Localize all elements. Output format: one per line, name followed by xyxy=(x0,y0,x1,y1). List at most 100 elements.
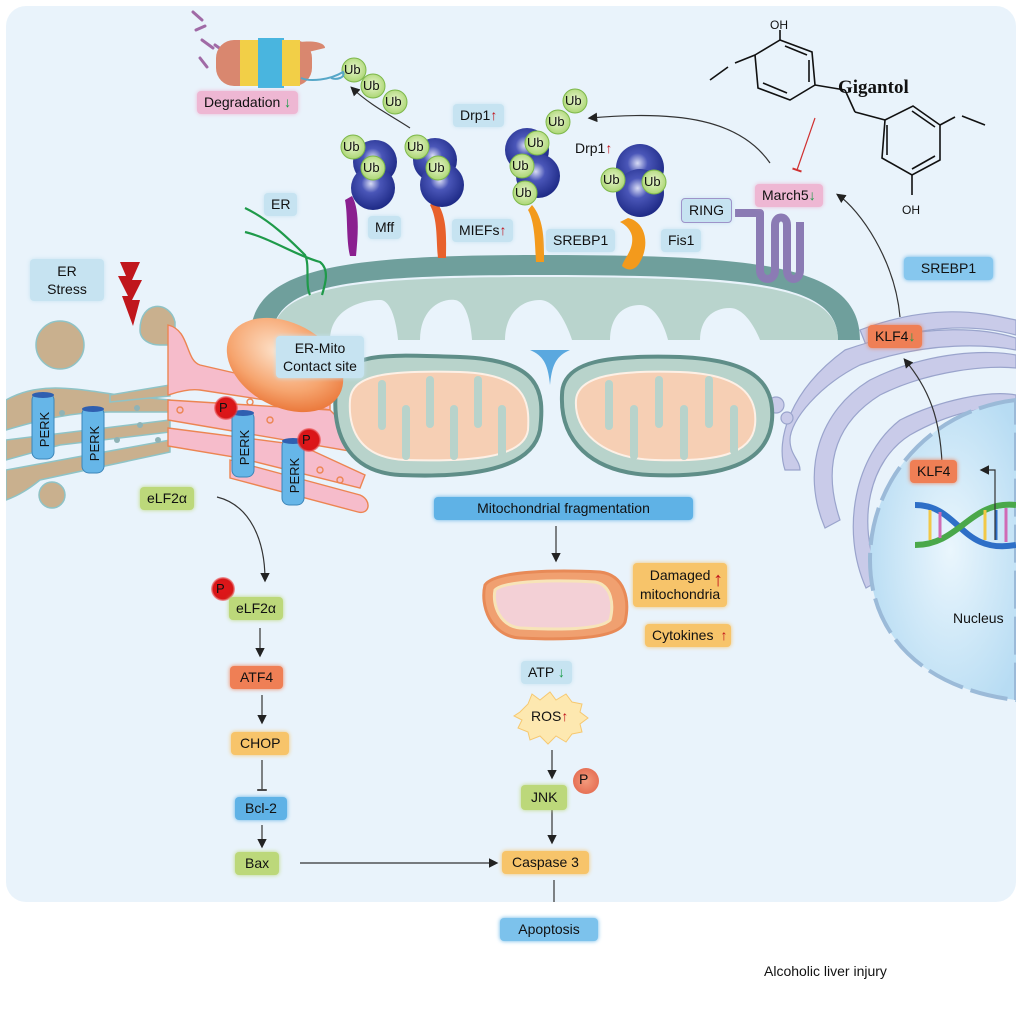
ub-label: Ub xyxy=(428,160,445,175)
phospho-label: P xyxy=(302,432,311,447)
er-strands xyxy=(244,207,327,296)
inhibit-gigantol-march5 xyxy=(792,117,816,173)
chop-label: CHOP xyxy=(231,732,290,755)
phospho-label: P xyxy=(219,400,228,415)
atf4-label: ATF4 xyxy=(230,666,284,689)
cytokines-label: Cytokines↑ xyxy=(645,624,732,647)
mitochondrion-right xyxy=(559,354,775,478)
healthy-liver-icon xyxy=(341,939,461,1030)
phospho-icon xyxy=(211,577,235,601)
arrow-klf4-to-march5 xyxy=(836,193,901,318)
bax-label: Bax xyxy=(235,852,280,875)
arrow-dna-to-klf4 xyxy=(979,465,996,540)
down-arrow-icon: ↓ xyxy=(284,94,292,110)
arrow-eif2a-to-peif2a xyxy=(216,496,270,583)
proteasome-icon xyxy=(191,10,345,88)
miefs-label: MIEFs↑ xyxy=(452,219,514,242)
p-eif2a-label: eLF2α xyxy=(229,597,284,620)
jnk-label: JNK xyxy=(521,785,568,810)
phospho-icon xyxy=(573,768,599,794)
perk-label: PERK xyxy=(37,411,53,448)
ub-label: Ub xyxy=(565,93,582,108)
down-arrow-icon: ↓ xyxy=(808,187,816,203)
srebp1-receptor-label: SREBP1 xyxy=(546,229,616,252)
phospho-label: P xyxy=(216,581,225,596)
ros-starburst xyxy=(513,691,589,745)
ubiquitin-chain xyxy=(340,57,667,206)
drp1-label-b: Drp1↑ xyxy=(575,140,613,156)
mff-label: Mff xyxy=(368,216,402,239)
ub-label: Ub xyxy=(344,62,361,77)
injured-liver-icon xyxy=(602,937,764,1030)
gigantol-label: Gigantol xyxy=(838,77,909,98)
ros-label: ROS↑ xyxy=(531,708,569,724)
mitochondrion-left xyxy=(333,353,544,478)
fis1-label: Fis1 xyxy=(661,229,702,252)
ub-label: Ub xyxy=(407,139,424,154)
er-label: ER xyxy=(264,193,298,216)
ub-label: Ub xyxy=(515,185,532,200)
fis1-stalk xyxy=(620,218,646,270)
hydroxyl-label: OH xyxy=(902,203,920,217)
dna-icon xyxy=(914,501,1016,550)
gigantol-structure xyxy=(709,30,986,195)
perk-label: PERK xyxy=(287,457,303,494)
mff-stalk xyxy=(345,196,358,256)
up-arrow-icon: ↑ xyxy=(561,708,569,724)
up-arrow-icon: ↑ xyxy=(720,627,728,643)
degradation-label: Degradation ↓ xyxy=(197,91,299,114)
phospho-icon xyxy=(297,428,321,452)
phospho-label: P xyxy=(579,771,589,787)
nucleus-label: Nucleus xyxy=(953,610,1004,626)
apoptosis-label: Apoptosis xyxy=(500,918,598,941)
hydroxyl-label: OH xyxy=(770,18,788,32)
arrow-march5-to-ub xyxy=(587,112,771,164)
fission-arrow-icon xyxy=(530,350,570,385)
perk-receptors xyxy=(31,392,305,506)
miefs-stalk xyxy=(430,200,447,258)
down-arrow-icon: ↓ xyxy=(557,664,565,680)
srebp1-stalk xyxy=(528,205,545,262)
lightning-icon xyxy=(118,262,142,326)
mitochondrion-outer-membrane xyxy=(250,255,860,340)
up-arrow-icon: ↑ xyxy=(499,222,507,238)
up-arrow-icon: ↑ xyxy=(490,107,498,123)
caspase3-label: Caspase 3 xyxy=(502,851,589,874)
ub-label: Ub xyxy=(644,174,661,189)
klf4-nucleus-label: KLF4 xyxy=(910,460,958,483)
perk-label: PERK xyxy=(237,429,253,466)
march5-label: March5↓ xyxy=(755,184,823,207)
ub-label: Ub xyxy=(363,78,380,93)
klf4-cytoplasm-label: KLF4↓ xyxy=(868,325,923,348)
perk-label: PERK xyxy=(87,425,103,462)
phospho-icon xyxy=(214,396,238,420)
down-arrow-icon: ↓ xyxy=(908,328,916,344)
mito-fragmentation-label: Mitochondrial fragmentation xyxy=(434,497,693,520)
eif2a-label: eLF2α xyxy=(140,487,195,510)
ub-label: Ub xyxy=(527,135,544,150)
ring-domain-label: RING xyxy=(681,198,732,223)
ub-label: Ub xyxy=(385,94,402,109)
drp1-label-a: Drp1↑ xyxy=(453,104,505,127)
nucleus-body xyxy=(867,397,1016,703)
arrow-klf4-nuc-to-klf4 xyxy=(903,358,943,464)
bcl2-label: Bcl-2 xyxy=(235,797,287,820)
damaged-mitochondrion xyxy=(482,569,629,641)
ub-label: Ub xyxy=(603,172,620,187)
srebp1-label: SREBP1 xyxy=(904,257,993,280)
atp-label: ATP ↓ xyxy=(521,661,572,684)
up-arrow-icon: ↑ xyxy=(713,569,724,591)
ub-label: Ub xyxy=(512,158,529,173)
arrow-ub-to-proteasome xyxy=(350,86,411,129)
golgi-apparatus xyxy=(767,311,1016,589)
ub-label: Ub xyxy=(343,139,360,154)
up-arrow-icon: ↑ xyxy=(605,140,613,156)
march5-transmembrane xyxy=(735,209,804,283)
ub-label: Ub xyxy=(363,160,380,175)
ub-label: Ub xyxy=(548,114,565,129)
outcome-label: Alcoholic liver injury xyxy=(764,963,887,979)
